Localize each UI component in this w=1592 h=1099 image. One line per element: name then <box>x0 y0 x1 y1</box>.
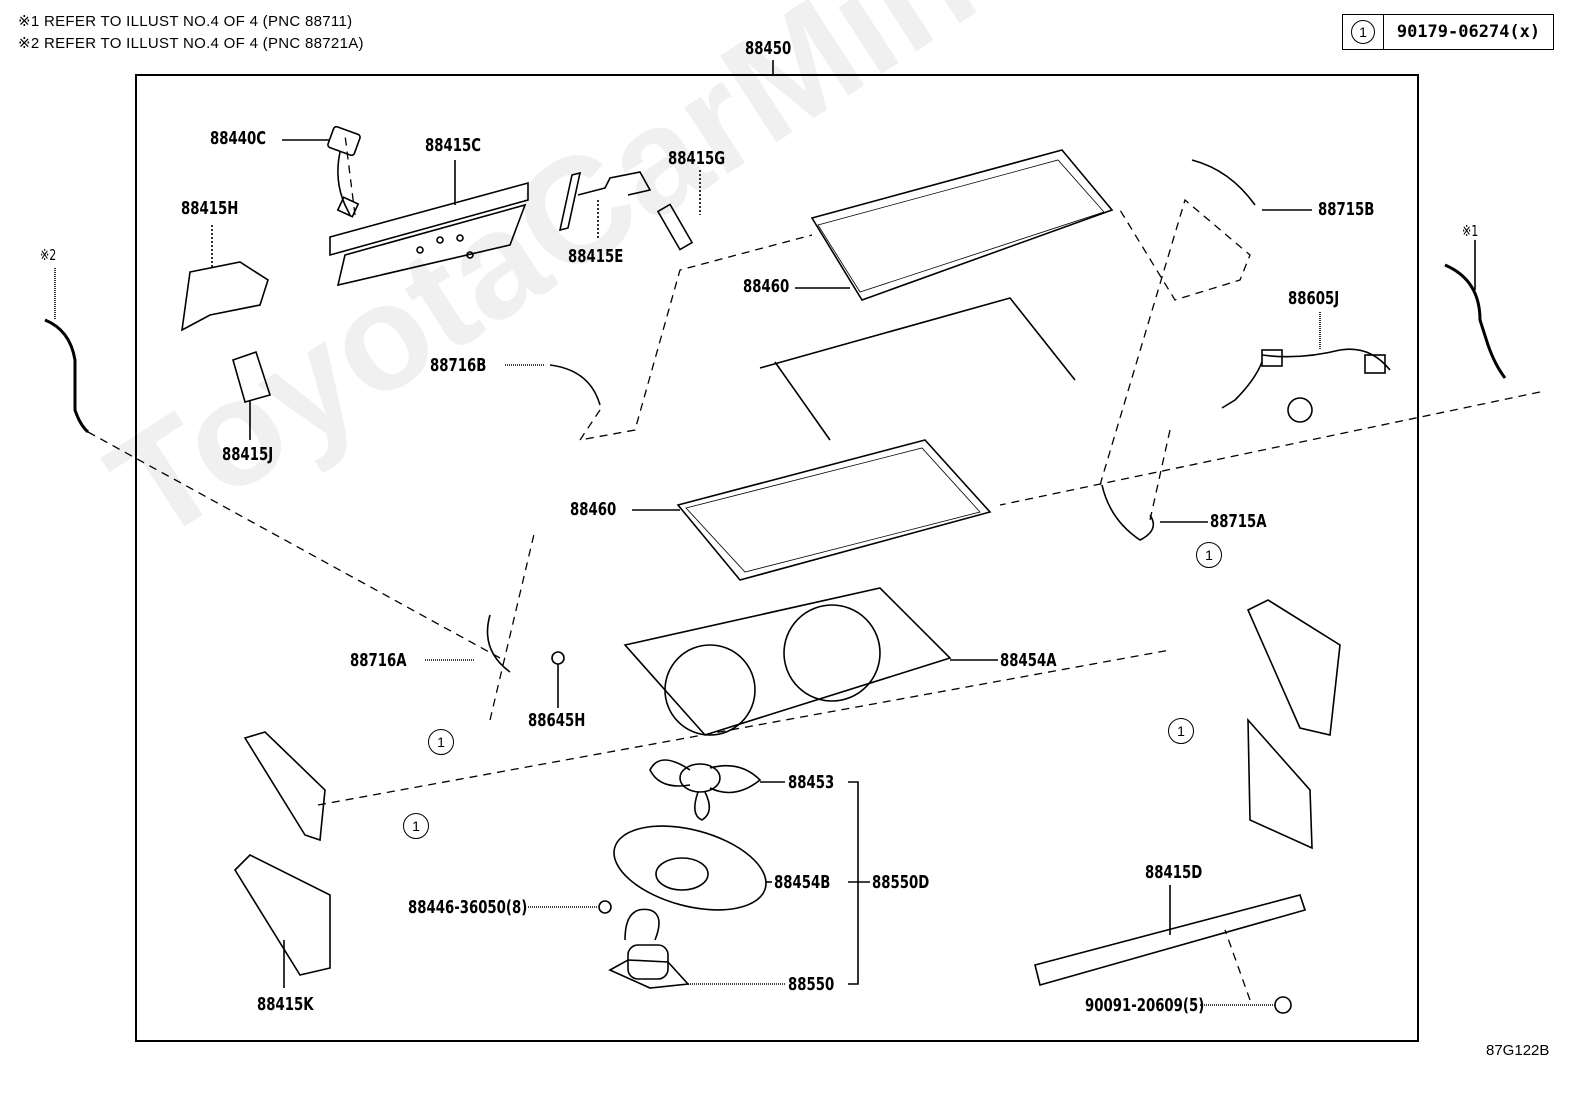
part-label-88453[interactable]: 88453 <box>788 772 835 793</box>
part-label-88415k[interactable]: 88415K <box>257 994 314 1015</box>
part-label-88715a[interactable]: 88715A <box>1210 511 1267 532</box>
part-label-90091-20609[interactable]: 90091-20609(5) <box>1085 995 1205 1016</box>
condenser-88460-top-part <box>810 149 1114 301</box>
bracket-right-lower-part <box>1247 717 1313 850</box>
ref-mark-1: ※1 <box>1462 222 1479 240</box>
strip-88415d-part <box>1034 894 1307 986</box>
part-label-88454b[interactable]: 88454B <box>774 872 831 893</box>
legend-callout: 1 <box>1351 20 1375 44</box>
legend-box: 1 90179-06274(x) <box>1342 14 1554 50</box>
note-1: ※1 REFER TO ILLUST NO.4 OF 4 (PNC 88711) <box>18 12 352 30</box>
part-label-88550[interactable]: 88550 <box>788 974 835 995</box>
condenser-88460-mid-part <box>676 439 992 581</box>
part-label-88415g[interactable]: 88415G <box>668 148 726 169</box>
bracket-88415c-part <box>329 181 529 287</box>
part-label-88454a[interactable]: 88454A <box>1000 650 1057 671</box>
part-label-88645h[interactable]: 88645H <box>528 710 586 731</box>
assembly-label[interactable]: 88450 <box>745 38 792 59</box>
figure-id: 87G122B <box>1486 1042 1550 1059</box>
bracket-88415j-part <box>232 350 272 403</box>
pipe-88716a-part <box>486 614 511 673</box>
note-1-mark: ※1 <box>18 13 40 30</box>
ref-mark-2: ※2 <box>40 246 57 264</box>
callout-1-c: 1 <box>428 729 454 755</box>
part-label-88715b[interactable]: 88715B <box>1318 199 1375 220</box>
part-label-88716a[interactable]: 88716A <box>350 650 407 671</box>
hose-ref1-part <box>1444 263 1507 379</box>
callout-1-d: 1 <box>403 813 429 839</box>
part-label-88415j[interactable]: 88415J <box>222 444 274 465</box>
part-label-88415c[interactable]: 88415C <box>425 135 481 156</box>
assembly-frame <box>135 74 1419 1042</box>
motor-88550-part <box>608 908 690 989</box>
part-label-88460-top[interactable]: 88460 <box>743 276 790 297</box>
bracket-88415e-part <box>558 171 694 251</box>
part-label-88415h[interactable]: 88415H <box>181 198 239 219</box>
part-label-88605j[interactable]: 88605J <box>1288 288 1340 309</box>
part-label-88460-mid[interactable]: 88460 <box>570 499 617 520</box>
pipe-88715b-part <box>1191 159 1256 206</box>
note-1-text: REFER TO ILLUST NO.4 OF 4 (PNC 88711) <box>43 13 353 30</box>
legend-part-number: 90179-06274(x) <box>1396 22 1541 42</box>
bracket-left-upper-part <box>243 731 326 842</box>
hose-ref2-part <box>44 318 90 434</box>
note-2-text: REFER TO ILLUST NO.4 OF 4 (PNC 88721A) <box>43 35 364 52</box>
callout-1-b: 1 <box>1168 718 1194 744</box>
part-label-88415e[interactable]: 88415E <box>568 246 624 267</box>
shroud-88454a-part <box>623 587 952 736</box>
pipe-88716b-part <box>549 364 601 406</box>
bracket-right-upper-part <box>1246 599 1341 736</box>
note-2: ※2 REFER TO ILLUST NO.4 OF 4 (PNC 88721A… <box>18 34 364 52</box>
note-2-mark: ※2 <box>18 35 40 52</box>
fan-shroud-88454b-part <box>613 825 767 911</box>
part-label-88446-36050[interactable]: 88446-36050(8) <box>408 897 528 918</box>
part-label-88415d[interactable]: 88415D <box>1145 862 1203 883</box>
fan-88453-part <box>649 759 762 821</box>
part-label-88716b[interactable]: 88716B <box>430 355 487 376</box>
connector-88440c-part <box>327 125 361 218</box>
bolt-88645h-part <box>551 651 565 665</box>
callout-1-a: 1 <box>1196 542 1222 568</box>
harness-88605j-part <box>1221 348 1391 423</box>
part-label-88440c[interactable]: 88440C <box>210 128 266 149</box>
frame-bar-part <box>759 297 1076 441</box>
pipe-88715a-part <box>1101 484 1155 541</box>
bracket-88415h-part <box>180 261 269 332</box>
part-label-88550d[interactable]: 88550D <box>872 872 930 893</box>
bracket-88415k-part <box>233 854 331 976</box>
